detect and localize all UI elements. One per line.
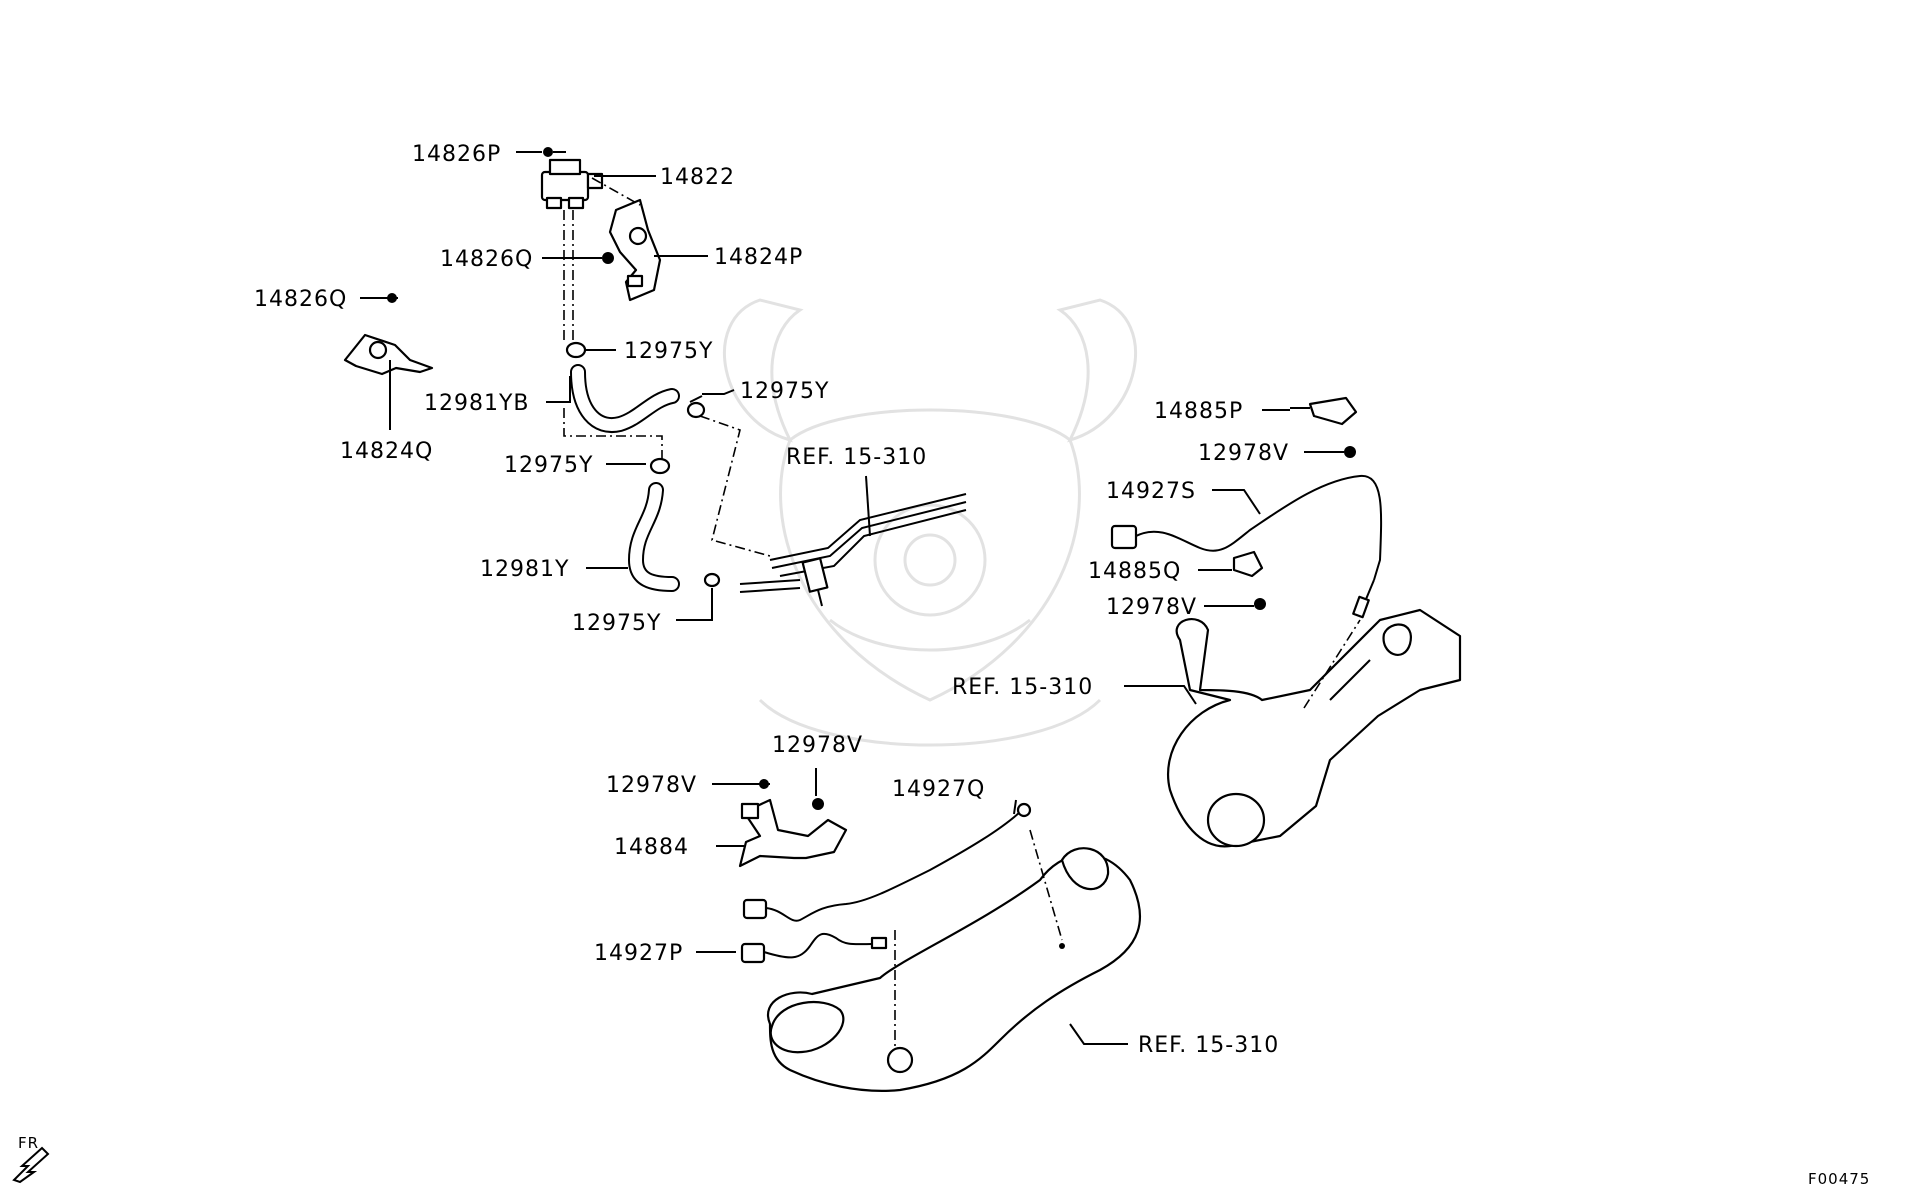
part-14927S-sensor — [1110, 474, 1383, 619]
part-12975Y-clamp-b — [686, 395, 706, 419]
front-direction-indicator: FR — [12, 1134, 50, 1184]
part-12981Y-hose — [627, 482, 680, 592]
part-14822-solenoid — [540, 158, 604, 210]
label-12978V-d: 12978V — [606, 773, 697, 798]
part-14826Q-bolt-b — [386, 293, 398, 303]
leader-lines — [360, 151, 1344, 1045]
label-12975Y-d: 12975Y — [572, 611, 661, 636]
label-14826Q-a: 14826Q — [440, 247, 533, 272]
part-14884-bracket — [738, 798, 848, 868]
ref-15-310-muffler-right — [1167, 608, 1462, 848]
label-12978V-b: 12978V — [1106, 595, 1197, 620]
ref-15-310-muffler-lower — [767, 829, 1142, 1092]
label-12981YB: 12981YB — [424, 391, 530, 416]
part-14824Q-bracket — [343, 333, 434, 376]
part-12975Y-clamp-a — [565, 341, 587, 359]
label-12975Y-a: 12975Y — [624, 339, 713, 364]
part-12978V-bolt-b — [1254, 598, 1266, 610]
label-ref-15-310-a: REF. 15-310 — [786, 445, 927, 470]
part-14826Q-nut-a — [602, 252, 614, 264]
label-14824P: 14824P — [714, 245, 803, 270]
label-14826P: 14826P — [412, 142, 501, 167]
label-14885P: 14885P — [1154, 399, 1243, 424]
label-14884: 14884 — [614, 835, 689, 860]
part-14927P-sensor — [740, 932, 888, 964]
label-14927Q: 14927Q — [892, 777, 985, 802]
label-14885Q: 14885Q — [1088, 559, 1181, 584]
label-12981Y: 12981Y — [480, 557, 569, 582]
part-14885P-clip — [1290, 396, 1358, 426]
part-12978V-bolt-c — [756, 779, 770, 789]
label-12978V-a: 12978V — [1198, 441, 1289, 466]
label-12975Y-c: 12975Y — [504, 453, 593, 478]
watermark-samurai-mask — [723, 298, 1137, 747]
ref-15-310-pipes-upper — [739, 493, 967, 607]
part-14824P-bracket — [608, 198, 662, 302]
part-12978V-bolt-d — [812, 798, 824, 810]
part-12981YB-hose — [570, 364, 680, 434]
part-12978V-bolt-a — [1344, 446, 1356, 458]
part-14885Q-clip — [1232, 550, 1264, 578]
label-12975Y-b: 12975Y — [740, 379, 829, 404]
label-14824Q: 14824Q — [340, 439, 433, 464]
part-14826P-bolt — [543, 147, 566, 157]
label-14927P: 14927P — [594, 941, 683, 966]
figure-id: F00475 — [1808, 1170, 1870, 1187]
part-12975Y-clamp-d — [703, 572, 721, 588]
label-ref-15-310-c: REF. 15-310 — [1138, 1033, 1279, 1058]
part-labels: 14826P 14822 14826Q 14824P 14826Q 12975Y… — [254, 142, 1289, 1058]
fr-arrow-icon — [12, 1146, 50, 1184]
label-ref-15-310-b: REF. 15-310 — [952, 675, 1093, 700]
label-12978V-c: 12978V — [772, 733, 863, 758]
part-14927Q-sensor — [742, 802, 1032, 922]
label-14927S: 14927S — [1106, 479, 1196, 504]
part-12975Y-clamp-c — [649, 457, 671, 475]
label-14826Q-b: 14826Q — [254, 287, 347, 312]
label-14822: 14822 — [660, 165, 735, 190]
fr-label: FR — [18, 1134, 39, 1152]
